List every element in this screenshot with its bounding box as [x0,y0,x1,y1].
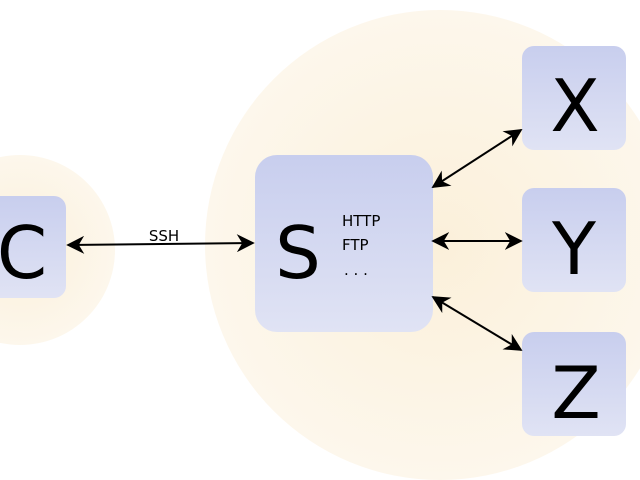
protocol-ftp: FTP [342,236,369,254]
protocol-more: . . . [344,261,368,279]
host-label-z: Z [551,351,600,435]
arrow-server-x [431,129,523,188]
client-label: C [0,211,47,295]
ssh-label: SSH [149,227,179,245]
host-node-y: Y [522,188,626,292]
server-label: S [275,211,321,295]
host-node-z: Z [522,332,626,436]
server-node: S HTTP FTP . . . [255,155,433,332]
arrow-server-z [431,296,523,351]
ssh-arrow [66,234,255,254]
host-node-x: X [522,46,626,150]
protocol-http: HTTP [342,212,380,230]
host-label-x: X [550,64,599,148]
client-node: C [0,196,66,298]
host-label-y: Y [551,207,597,291]
